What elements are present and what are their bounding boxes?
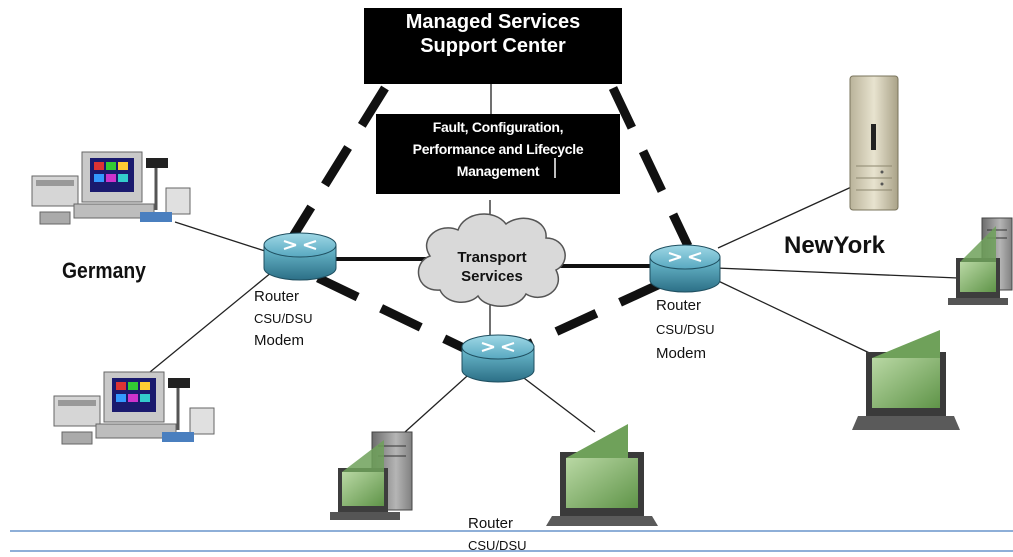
router-left-label: Router CSU/DSU Modem <box>254 286 313 352</box>
cloud-line2: Services <box>461 268 523 285</box>
server-icon <box>849 75 899 211</box>
router-bottom-line2: CSU/DSU <box>468 538 527 553</box>
dashed-links <box>288 85 693 357</box>
site-label-germany: Germany <box>62 258 146 283</box>
router-right-line2: CSU/DSU <box>656 322 715 337</box>
management-line2: Performance and Lifecycle <box>412 141 584 157</box>
router-left-line3: Modem <box>254 332 305 349</box>
support-center-line1: Managed Services <box>405 11 581 33</box>
management-line1: Fault, Configuration, <box>432 119 564 135</box>
support-center-line2: Support Center <box>420 35 566 57</box>
workstation-tower-icon <box>948 217 1013 305</box>
router-bottom-label: Router CSU/DSU <box>468 513 527 557</box>
site-label-newyork: NewYork <box>784 232 885 259</box>
management-box <box>376 114 620 194</box>
laptop-icon <box>546 424 658 526</box>
laptop-icon <box>852 330 960 430</box>
cloud-line1: Transport <box>457 249 527 266</box>
workstation-tower-icon <box>330 431 413 520</box>
management-title: Fault, Configuration, Performance and Li… <box>376 116 620 182</box>
router-right-line1: Router <box>656 297 702 314</box>
pc-workstation-icon <box>53 371 215 445</box>
cloud-label: Transport Services <box>440 248 544 286</box>
router-bottom-line1: Router <box>468 515 514 532</box>
router-right-icon <box>649 244 721 293</box>
router-right-line3: Modem <box>656 345 707 362</box>
router-bottom-icon <box>461 334 535 383</box>
transport-cloud-icon <box>417 213 566 307</box>
support-center-box <box>364 8 622 84</box>
router-left-line2: CSU/DSU <box>254 311 313 326</box>
solid-links <box>334 257 652 268</box>
pc-workstation-icon <box>31 151 191 225</box>
support-center-title: Managed Services Support Center <box>364 10 622 58</box>
router-right-label: Router CSU/DSU Modem <box>656 294 715 366</box>
management-line3: Management <box>456 163 540 179</box>
router-left-icon <box>263 232 337 281</box>
router-left-line1: Router <box>254 288 300 305</box>
thin-links <box>149 82 959 433</box>
